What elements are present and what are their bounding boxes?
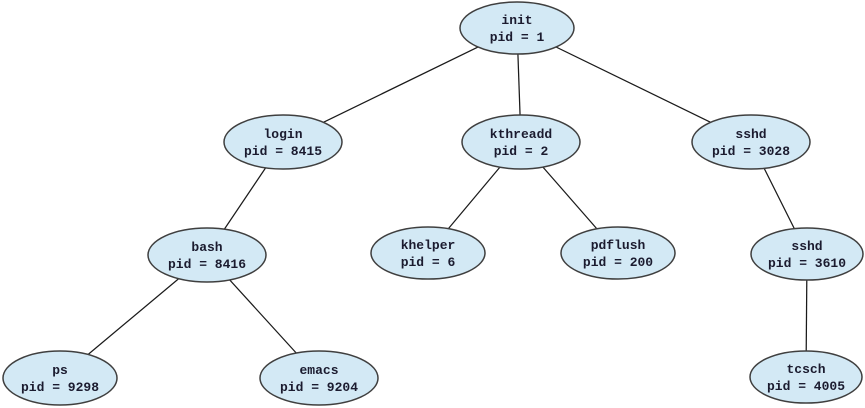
- process-name: bash: [191, 240, 222, 255]
- process-name: pdflush: [591, 238, 646, 253]
- node-ellipse: [2, 350, 118, 406]
- process-node-emacs: emacs pid = 9204: [259, 350, 379, 406]
- process-pid: pid = 200: [583, 255, 653, 270]
- node-ellipse: [147, 227, 267, 283]
- node-ellipse: [223, 114, 343, 170]
- process-name: sshd: [791, 239, 822, 254]
- process-name: sshd: [735, 127, 766, 142]
- process-node-pdflush: pdflush pid = 200: [560, 226, 676, 280]
- process-node-tcsch: tcsch pid = 4005: [749, 350, 863, 404]
- process-pid: pid = 2: [494, 144, 549, 159]
- node-ellipse: [749, 350, 863, 404]
- process-node-sshd3028: sshd pid = 3028: [691, 114, 811, 170]
- process-pid: pid = 6: [401, 255, 456, 270]
- process-pid: pid = 8415: [244, 144, 322, 159]
- process-node-sshd3610: sshd pid = 3610: [750, 227, 864, 281]
- process-node-login: login pid = 8415: [223, 114, 343, 170]
- process-node-kthreadd: kthreadd pid = 2: [461, 114, 581, 170]
- process-node-bash: bash pid = 8416: [147, 227, 267, 283]
- process-pid: pid = 1: [490, 30, 545, 45]
- node-ellipse: [461, 114, 581, 170]
- process-pid: pid = 8416: [168, 257, 246, 272]
- node-ellipse: [560, 226, 676, 280]
- node-ellipse: [370, 226, 486, 280]
- process-pid: pid = 3028: [712, 144, 790, 159]
- process-name: init: [501, 13, 532, 28]
- process-name: emacs: [299, 363, 338, 378]
- process-name: ps: [52, 363, 68, 378]
- process-name: khelper: [401, 238, 456, 253]
- process-pid: pid = 3610: [768, 256, 846, 271]
- process-node-khelper: khelper pid = 6: [370, 226, 486, 280]
- node-ellipse: [259, 350, 379, 406]
- node-ellipse: [691, 114, 811, 170]
- process-name: tcsch: [786, 362, 825, 377]
- process-name: kthreadd: [490, 127, 552, 142]
- process-node-init: init pid = 1: [459, 1, 575, 55]
- node-ellipse: [750, 227, 864, 281]
- process-pid: pid = 4005: [767, 379, 845, 394]
- process-name: login: [263, 127, 302, 142]
- process-node-ps: ps pid = 9298: [2, 350, 118, 406]
- process-pid: pid = 9298: [21, 380, 99, 395]
- node-ellipse: [459, 1, 575, 55]
- process-pid: pid = 9204: [280, 380, 358, 395]
